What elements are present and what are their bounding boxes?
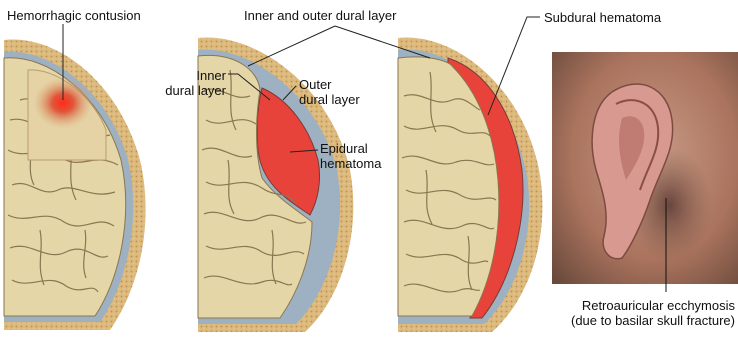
label-retro-line2: (due to basilar skull fracture) [536,313,735,328]
label-outer-dural-line2: dural layer [299,92,360,107]
label-epidural-line1: Epidural [320,141,381,156]
label-inner-outer-dural: Inner and outer dural layer [244,8,396,23]
label-outer-dural-line1: Outer [299,77,360,92]
dural-leader-a [248,26,335,66]
label-outer-dural: Outer dural layer [299,77,360,107]
photo-retroauricular [552,52,738,292]
panel-subdural [398,17,542,332]
label-inner-dural-line1: Inner [158,68,226,83]
label-epidural-line2: hematoma [320,156,381,171]
label-hemorrhagic-contusion: Hemorrhagic contusion [7,8,141,23]
label-inner-dural-line2: dural layer [158,83,226,98]
panel-contusion [4,24,146,330]
label-subdural-hematoma: Subdural hematoma [544,10,661,25]
label-retro-line1: Retroauricular ecchymosis [536,298,735,313]
label-retroauricular: Retroauricular ecchymosis (due to basila… [536,298,735,328]
label-inner-dural: Inner dural layer [158,68,226,98]
label-epidural-hematoma: Epidural hematoma [320,141,381,171]
